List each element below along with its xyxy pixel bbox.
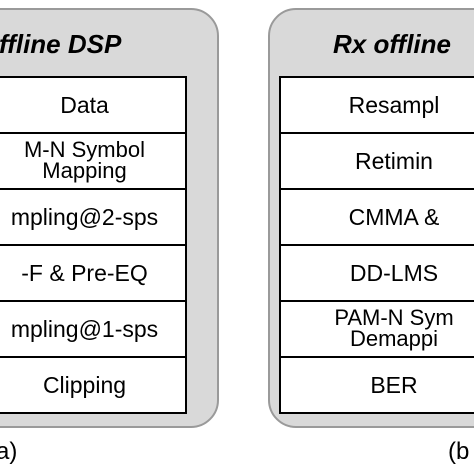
tx-block-symbol-mapping-line2: Mapping	[42, 158, 127, 183]
rx-block-symbol-demapping: PAM-N Sym Demappi	[281, 302, 474, 358]
tx-block-resampling-2sps: mpling@2-sps	[0, 190, 185, 246]
tx-block-symbol-mapping: M-N Symbol Mapping	[0, 134, 185, 190]
rx-block-ber-label: BER	[370, 371, 418, 398]
rx-offline-dsp-panel: Rx offline Resampl Retimin CMMA & DD-LMS…	[268, 8, 474, 428]
tx-block-filter-pre-eq: -F & Pre-EQ	[0, 246, 185, 302]
tx-block-clipping-label: Clipping	[42, 371, 127, 398]
tx-block-resampling-2sps-label: mpling@2-sps	[10, 203, 159, 230]
tx-block-clipping: Clipping	[0, 358, 185, 412]
rx-block-retiming: Retimin	[281, 134, 474, 190]
caption-b: (b	[448, 438, 470, 465]
tx-block-resampling-1sps-label: mpling@1-sps	[10, 315, 159, 342]
tx-panel-title: ffline DSP	[0, 29, 122, 59]
rx-block-symbol-demapping-line1: PAM-N Sym	[334, 305, 454, 331]
tx-block-resampling-1sps: mpling@1-sps	[0, 302, 185, 358]
rx-block-cmma-label: CMMA &	[348, 203, 440, 230]
rx-panel-title: Rx offline	[333, 29, 451, 59]
rx-block-ber: BER	[281, 358, 474, 412]
tx-block-filter-pre-eq-label: -F & Pre-EQ	[21, 259, 148, 286]
rx-block-resampling-label: Resampl	[348, 91, 440, 118]
rx-block-dd-lms: DD-LMS	[281, 246, 474, 302]
rx-block-stack: Resampl Retimin CMMA & DD-LMS PAM-N Sym …	[279, 76, 474, 414]
rx-block-resampling: Resampl	[281, 78, 474, 134]
rx-block-dd-lms-label: DD-LMS	[349, 259, 439, 286]
rx-block-retiming-label: Retimin	[355, 147, 433, 174]
tx-offline-dsp-panel: ffline DSP Data M-N Symbol Mapping mplin…	[0, 8, 219, 428]
tx-block-stack: Data M-N Symbol Mapping mpling@2-sps -F …	[0, 76, 187, 414]
rx-block-symbol-demapping-line2: Demappi	[349, 326, 439, 351]
tx-block-data-label: Data	[60, 91, 109, 118]
tx-block-data: Data	[0, 78, 185, 134]
tx-block-symbol-mapping-line1: M-N Symbol	[23, 137, 145, 163]
rx-block-cmma: CMMA &	[281, 190, 474, 246]
caption-a: a)	[0, 438, 18, 465]
